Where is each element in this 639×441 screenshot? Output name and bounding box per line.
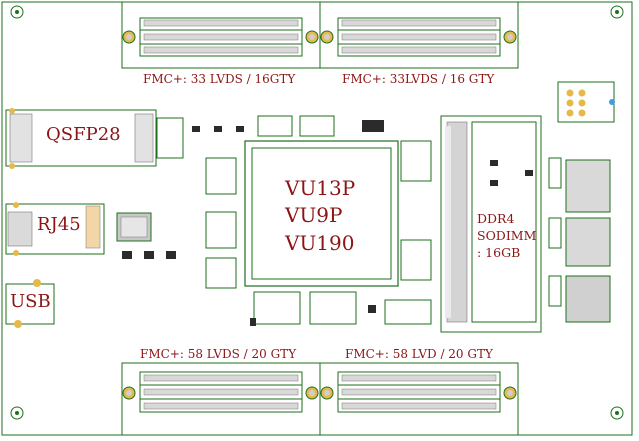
mount-hole-bottom-right xyxy=(610,406,624,420)
voltage-regulator-1 xyxy=(565,159,611,213)
sodimm-label: SODIMM xyxy=(477,228,537,243)
mount-hole-bottom-left xyxy=(10,406,24,420)
qsfp28-cage xyxy=(5,108,184,169)
fmc-connector-bottom-left xyxy=(121,362,321,436)
power-component-block-bottom xyxy=(253,291,432,325)
mount-hole-top-left xyxy=(10,5,24,19)
ethernet-phy-chip xyxy=(116,212,152,242)
qsfp-label: QSFP28 xyxy=(46,124,121,145)
fmc-bottom-left-label: FMC+: 58 LVDS / 20 GTY xyxy=(140,347,297,361)
power-component-block-left xyxy=(205,157,237,289)
fmc-connector-top-right xyxy=(319,1,519,69)
rj45-jack xyxy=(5,202,105,256)
fmc-connector-bottom-right xyxy=(319,362,519,436)
fpga-label-vu190: VU190 xyxy=(285,231,355,255)
fmc-top-left-label: FMC+: 33 LVDS / 16GTY xyxy=(143,72,296,86)
ddr4-sodimm-socket xyxy=(440,115,542,333)
usb-label: USB xyxy=(10,291,51,312)
inductor-column xyxy=(548,157,562,307)
voltage-regulator-3 xyxy=(565,275,611,323)
power-component-block-top xyxy=(257,115,384,137)
rj45-label: RJ45 xyxy=(37,214,81,235)
ddr4-label: DDR4 xyxy=(477,211,515,226)
passive-components xyxy=(122,126,533,326)
fmc-bottom-right-label: FMC+: 58 LVD / 20 GTY xyxy=(345,347,493,361)
fpga-package xyxy=(244,140,399,287)
mount-hole-top-right xyxy=(610,5,624,19)
ddr-capacity-label: : 16GB xyxy=(477,245,521,260)
usb-connector xyxy=(5,279,55,328)
power-component-block-right xyxy=(400,140,432,281)
voltage-regulator-2 xyxy=(565,217,611,267)
fmc-connector-top-left xyxy=(121,1,321,69)
fpga-label-vu13p: VU13P xyxy=(285,176,356,200)
power-input-connector xyxy=(557,81,615,123)
fmc-top-right-label: FMC+: 33LVDS / 16 GTY xyxy=(342,72,495,86)
fpga-label-vu9p: VU9P xyxy=(285,203,343,227)
